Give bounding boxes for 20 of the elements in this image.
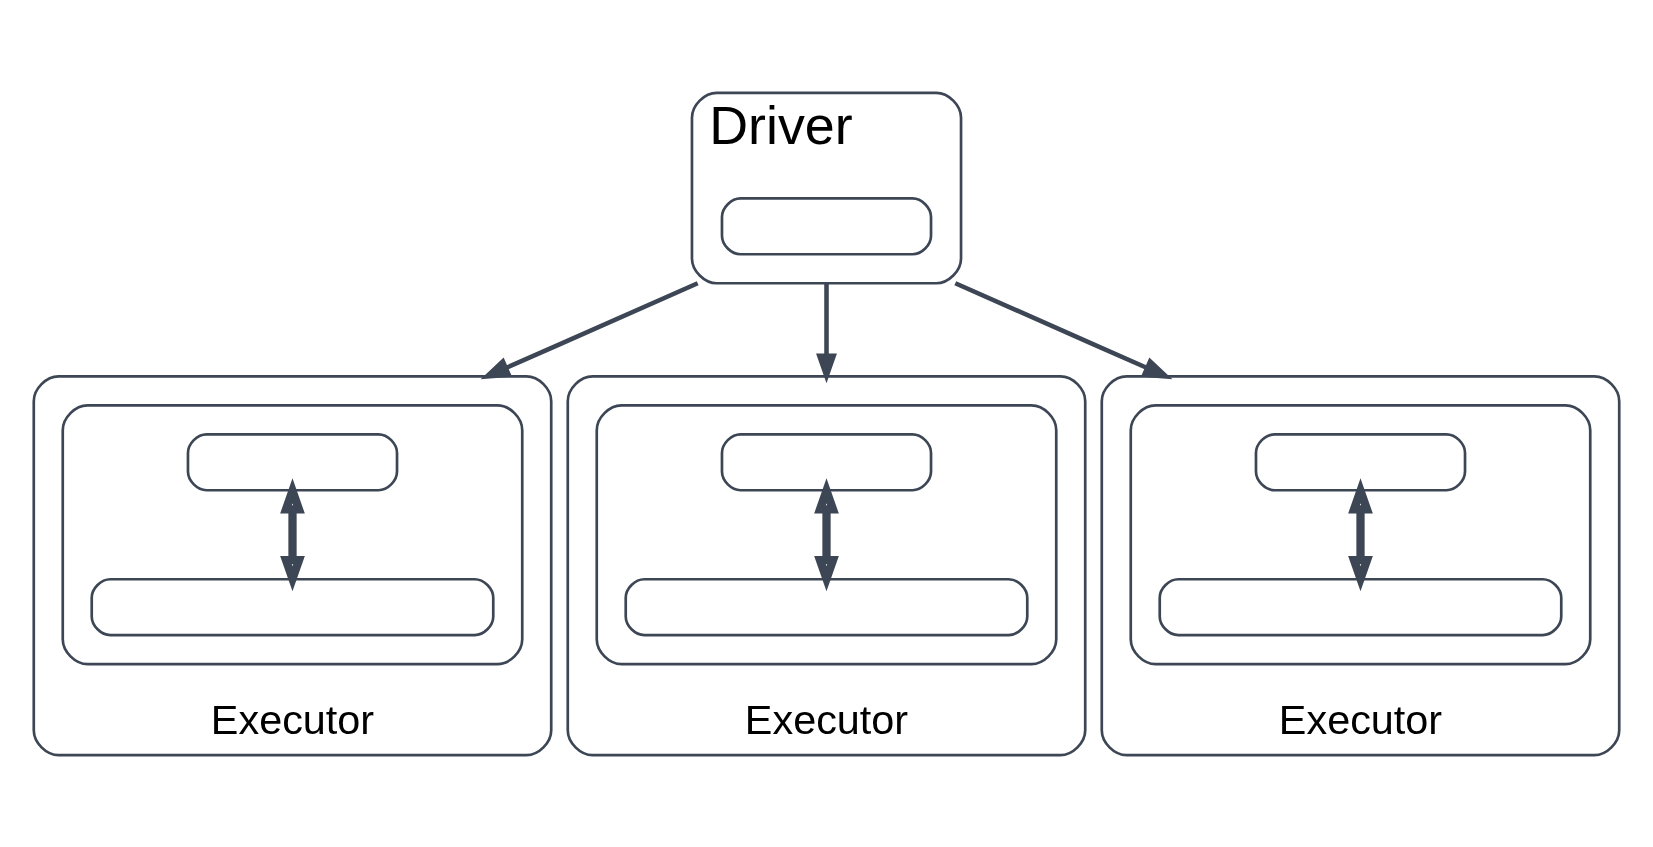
arrow	[1348, 477, 1373, 591]
cluster	[595, 403, 1058, 665]
node-box	[624, 577, 1029, 636]
cluster: Driver	[690, 91, 963, 285]
node-box	[720, 196, 933, 256]
node-box	[1158, 577, 1563, 636]
cluster: Executor	[32, 374, 553, 756]
cluster: Executor	[1100, 374, 1621, 756]
arrow	[480, 280, 699, 379]
node-box	[1254, 432, 1467, 492]
cluster: Executor	[566, 374, 1087, 756]
arrow	[814, 477, 839, 591]
node-box	[90, 577, 495, 636]
cluster	[1129, 403, 1592, 665]
cluster	[61, 403, 524, 665]
arrow	[816, 282, 837, 383]
node-box	[186, 432, 399, 492]
node-box	[720, 432, 933, 492]
arrow	[280, 477, 305, 591]
arrow	[954, 280, 1173, 379]
